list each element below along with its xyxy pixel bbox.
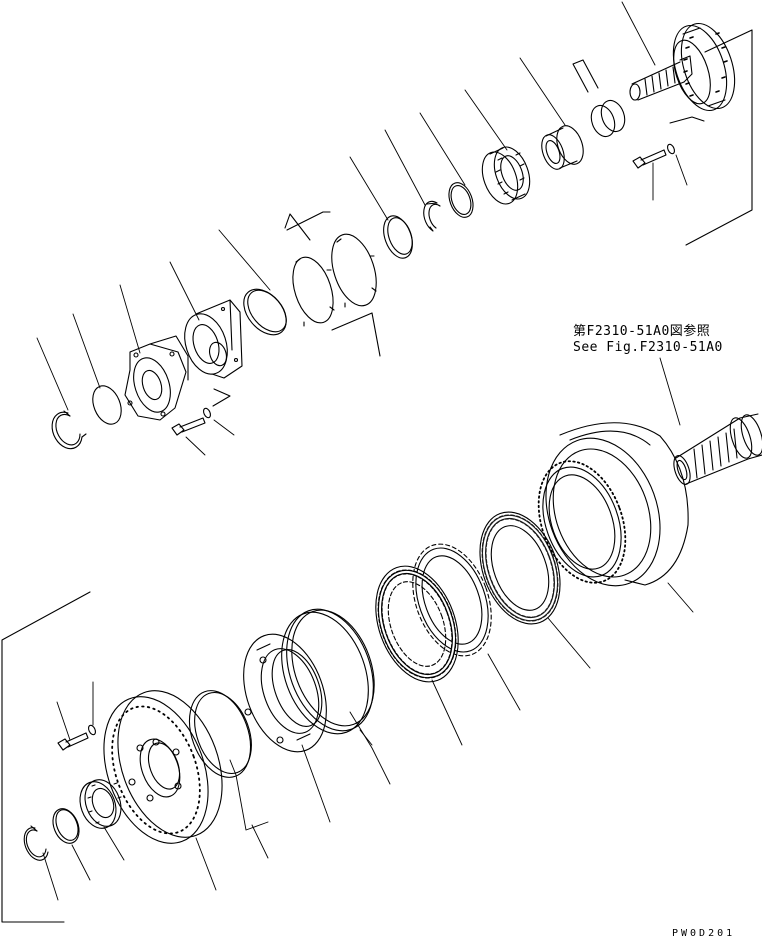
assembly-bracket-lower [2, 592, 90, 922]
reference-label-english: See Fig.F2310-51A0 [573, 340, 723, 355]
shaft-gear-carrier [630, 17, 744, 118]
washer-upper-right [666, 143, 676, 155]
bearing-housing [177, 300, 242, 380]
ring-upper [445, 179, 478, 220]
seal-ring-pair-lower [266, 597, 389, 746]
washer-lower [87, 724, 97, 736]
leader-lines-lower [43, 583, 693, 900]
seal-ring-lower [178, 682, 261, 786]
snap-ring-lower-1 [48, 805, 84, 847]
input-shaft-reference [671, 412, 762, 486]
reference-label-japanese: 第F2310-51A0図参照 [573, 324, 711, 339]
spacer-ring [87, 382, 126, 429]
bolt-lower [58, 733, 88, 750]
bearing-race-upper [476, 142, 537, 209]
snap-ring-lower-2 [24, 826, 48, 860]
snap-ring-pair-upper [573, 60, 629, 140]
flange-cage [125, 336, 188, 420]
bearing-upper [537, 122, 588, 172]
snap-ring-small [424, 201, 440, 231]
drawing-code: PW0D201 [672, 928, 736, 939]
bearing-lower [74, 775, 127, 834]
o-ring-upper [235, 281, 294, 343]
assembly-bracket-upper [670, 30, 752, 245]
leader-lines-upper [37, 2, 687, 455]
clutch-housing [523, 422, 688, 602]
snap-ring-left [52, 411, 86, 449]
friction-disc [465, 501, 574, 635]
bolt-upper-right [633, 150, 666, 168]
plate-pair-upper [285, 212, 384, 356]
end-housing [85, 676, 241, 858]
washer-upper-left [202, 389, 230, 419]
separator-plate [398, 533, 505, 667]
seal-ring-upper [378, 212, 417, 262]
friction-disc-large [361, 555, 473, 694]
bolt-upper-left [172, 418, 205, 435]
piston [228, 623, 341, 764]
